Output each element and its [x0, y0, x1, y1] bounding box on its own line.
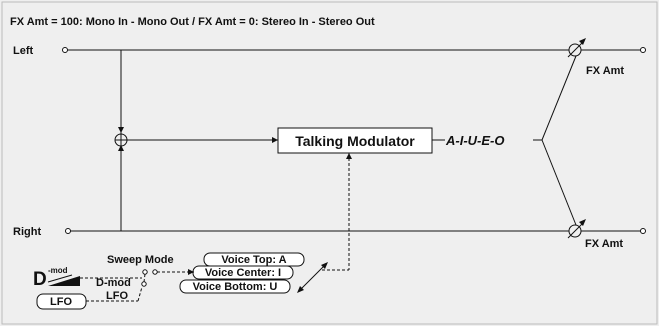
right-input-jack [65, 228, 71, 234]
switch-throw-lfo [141, 281, 147, 287]
right-input-label: Right [13, 226, 41, 238]
dmod-label: D-mod [96, 277, 131, 289]
left-input-label: Left [13, 45, 34, 57]
module-input-arrow-icon [272, 137, 278, 143]
voice-top-label: Voice Top: A [221, 254, 286, 266]
svg-text:-mod: -mod [48, 266, 68, 275]
switch-lever-dash [143, 273, 146, 283]
lfo-to-switch-dash-v [137, 286, 143, 302]
svg-text:D: D [33, 269, 47, 290]
switch-pole-left [142, 269, 148, 275]
lfo-label: LFO [106, 290, 128, 302]
voice-bottom-box [179, 279, 291, 294]
lfo-box-label: LFO [50, 296, 72, 308]
wet-to-left-line [541, 55, 577, 141]
switch-out-arrow-icon [188, 269, 194, 275]
header-title: FX Amt = 100: Mono In - Mono Out / FX Am… [10, 16, 375, 28]
sum-node-icon [114, 133, 128, 147]
sweep-mode-label: Sweep Mode [107, 254, 174, 266]
voice-center-label: Voice Center: I [205, 267, 281, 279]
talking-modulator-box [277, 127, 433, 154]
right-output-jack [640, 228, 646, 234]
talking-modulator-label: Talking Modulator [295, 133, 415, 149]
down-arrow-icon [118, 127, 124, 133]
left-input-jack [62, 47, 68, 53]
mod-arrow-icon [346, 153, 352, 159]
dmod-icon: D -mod [33, 266, 80, 290]
vowel-sequence-label: A-I-U-E-O [445, 133, 505, 148]
sweep-range-arrow-icon [297, 262, 328, 293]
top-fx-amt-label: FX Amt [586, 65, 624, 77]
voice-bottom-label: Voice Bottom: U [193, 281, 278, 293]
left-output-jack [640, 47, 646, 53]
bottom-fx-amt-label: FX Amt [585, 238, 623, 250]
wet-to-right-line [541, 139, 577, 226]
up-arrow-icon [118, 145, 124, 151]
switch-pole-right [152, 269, 158, 275]
